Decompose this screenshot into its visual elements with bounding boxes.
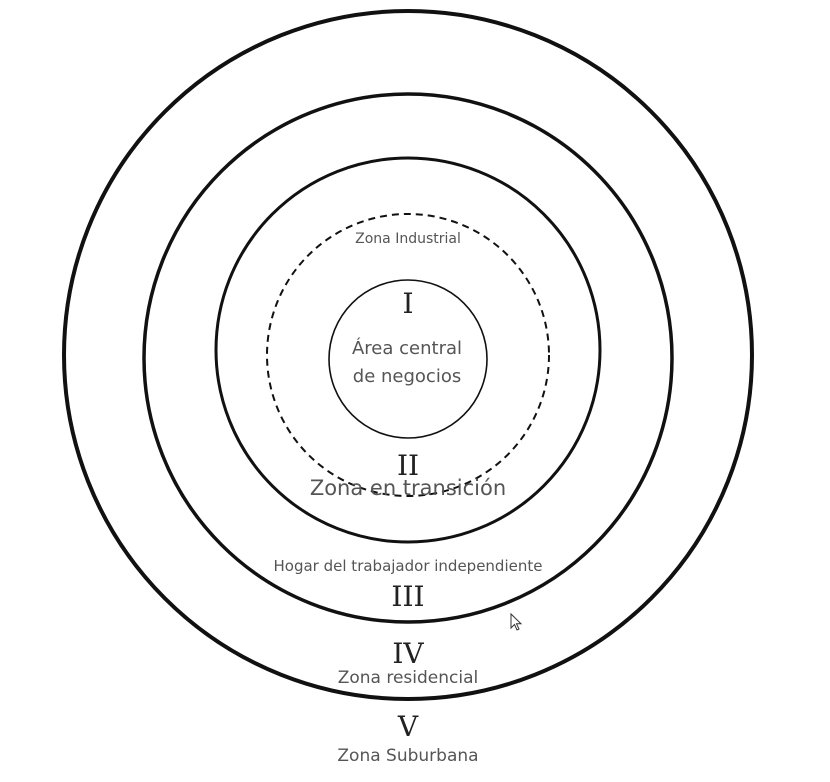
ring-industrial-dashed <box>266 213 550 497</box>
numeral-iv: IV <box>392 637 424 670</box>
label-hogar-trabajador: Hogar del trabajador independiente <box>274 557 543 575</box>
numeral-ii: II <box>397 449 419 482</box>
mouse-pointer-icon <box>510 612 523 631</box>
numeral-v: V <box>397 710 419 743</box>
ring-zone-iii <box>214 156 602 544</box>
label-zona-suburbana: Zona Suburbana <box>337 746 478 766</box>
label-area-central-line2: de negocios <box>353 366 461 387</box>
numeral-i: I <box>402 287 413 320</box>
ring-central-business <box>328 279 488 439</box>
label-zona-industrial: Zona Industrial <box>355 231 461 247</box>
ring-zone-iv <box>142 92 674 624</box>
ring-zone-v <box>62 9 754 701</box>
label-zona-residencial: Zona residencial <box>338 668 479 688</box>
label-zona-transicion: Zona en transición <box>310 476 506 500</box>
label-area-central-line1: Área central <box>352 337 462 359</box>
numeral-iii: III <box>391 580 424 613</box>
